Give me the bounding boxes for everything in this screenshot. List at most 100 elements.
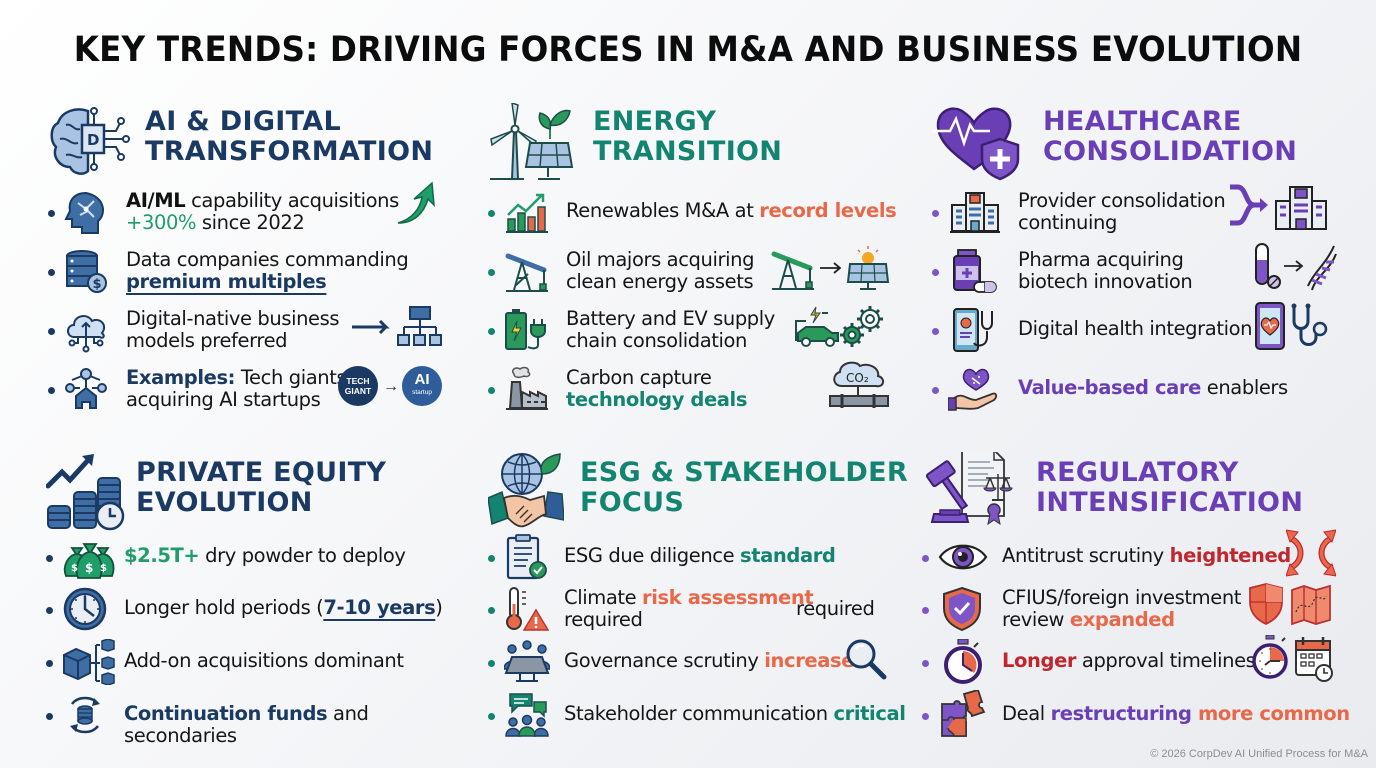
bullet [48,210,55,217]
item-text: Deal [1002,702,1051,725]
list-item: CFIUS/foreign investment review expanded [922,583,1362,638]
bullet [488,387,495,394]
stakeholder-chat-icon [504,692,550,738]
bullet [48,269,55,276]
page-title: KEY TRENDS: DRIVING FORCES IN M&A AND BU… [73,30,1303,70]
list-item: $ Data companies commanding premium mult… [48,246,488,300]
svg-text:$: $ [71,563,78,574]
item-text: Longer hold periods ( [124,596,324,619]
list-item: Continuation funds and secondaries [46,690,486,747]
bullet [488,269,495,276]
panel-esg-stakeholder: ESG & STAKEHOLDER FOCUS ESG due diligenc… [488,452,928,737]
eye-icon [938,534,988,580]
bullet [48,387,55,394]
bullet [46,555,53,562]
highlight-text: restructuring [1050,702,1192,725]
list-item: ESG due diligence standard [488,532,928,586]
item-text: Climate [564,586,643,609]
item-text: Provider consolidation [1018,189,1226,212]
tech-giant-badge: TECH GIANT [338,366,378,406]
list-item: Digital health integration [932,302,1372,359]
list-item: Carbon capture technology deals CO₂ [488,361,928,418]
panel-title: PRIVATE EQUITY EVOLUTION [136,458,386,518]
growth-stat: +300% [126,211,197,234]
item-text: enablers [1200,376,1288,399]
ai-head-icon [64,189,110,235]
bullet [488,607,495,614]
highlight-text: standard [740,544,836,567]
co2-pipeline-icon: CO₂ [828,360,890,414]
item-text: continuing [1018,211,1117,234]
list-item: Oil majors acquiring clean energy assets [488,246,928,300]
copyright-footer: © 2026 CorpDev AI Unified Process for M&… [1150,748,1368,760]
highlight-text: more common [1191,702,1350,725]
list-item: $$$ $2.5T+ dry powder to deploy [46,532,486,586]
item-text: Digital health integration [1018,317,1253,340]
cloud-network-icon [64,307,110,353]
item-text: Tech giants [235,366,347,389]
list-item: Battery and EV supply chain consolidatio… [488,305,928,359]
cubes-icon [62,639,116,685]
bullet [932,328,939,335]
item-text: Battery and EV supply [566,307,775,330]
arrow-to-org-chart-icon [348,305,448,351]
item-text: clean energy assets [566,270,754,293]
item-text: models preferred [126,329,288,352]
item-text: approval timelines [1076,649,1256,672]
title-line-2: TRANSITION [593,136,783,167]
item-text: Renewables M&A at [566,199,760,222]
stopwatch-icon [938,639,988,685]
ai-startup-badge: AI startup [402,366,442,406]
highlight-text: record levels [759,199,897,222]
bullet [488,660,495,667]
title-line-1: ENERGY [593,106,717,137]
item-text: Add-on acquisitions dominant [124,649,404,672]
thermometer-warning-icon [504,586,550,632]
bullet [46,713,53,720]
bullet [488,555,495,562]
item-text: ESG due diligence [564,544,741,567]
item-text: chain consolidation [566,329,748,352]
list-item: AI/ML capability acquisitions +300% sinc… [48,181,488,241]
title-line-1: AI & DIGITAL [145,106,341,137]
item-text: Antitrust scrutiny [1002,544,1170,567]
panel-private-equity: PRIVATE EQUITY EVOLUTION $$$ $2.5T+ dry … [46,452,486,747]
puzzle-icon [938,690,988,737]
item-text: acquiring AI startups [126,388,321,411]
badge-label: AI [414,371,430,388]
panel-title: AI & DIGITAL TRANSFORMATION [145,107,433,167]
list-item: Provider consolidation continuing [932,184,1372,241]
item-text-overflow: required [796,597,875,620]
highlight-text: risk assessment [642,586,814,609]
magnifier-icon [844,637,888,681]
item-text: and secondaries [124,702,369,747]
oil-to-solar-icon [770,246,890,292]
item-text: dry powder to deploy [199,544,406,567]
shield-check-icon [938,586,988,632]
item-text: Oil majors acquiring [566,248,755,271]
item-text: Carbon capture [566,366,712,389]
green-up-arrow-icon [396,181,436,227]
item-text: Pharma acquiring [1018,248,1184,271]
title-line-2: INTENSIFICATION [1036,487,1304,518]
bullet [46,660,53,667]
boardroom-icon [504,639,550,685]
item-text: Stakeholder communication [564,702,834,725]
item-text: Data companies commanding [126,248,409,271]
phone-heart-stethoscope-icon [1254,301,1334,351]
panel-title: ENERGY TRANSITION [593,107,782,167]
arrow-icon: → [383,378,399,395]
svg-text:$: $ [85,561,93,575]
highlight-text: Longer [1002,649,1077,672]
panel-ai-digital: D AI & DIGITAL TRANSFORMATION AI/ML capa… [48,103,488,411]
title-line-2: FOCUS [580,487,685,518]
panel-regulatory: REGULATORY INTENSIFICATION Antitrust scr… [922,452,1362,737]
list-item: Longer approval timelines [922,635,1362,691]
bullet [922,713,929,720]
title-line-1: REGULATORY [1036,457,1239,488]
title-line-1: ESG & STAKEHOLDER [580,457,908,488]
hand-heart-icon [948,366,1002,412]
svg-text:$: $ [100,563,107,574]
item-text: Digital-native business [126,307,340,330]
list-item: Governance scrutiny increased [488,637,928,691]
